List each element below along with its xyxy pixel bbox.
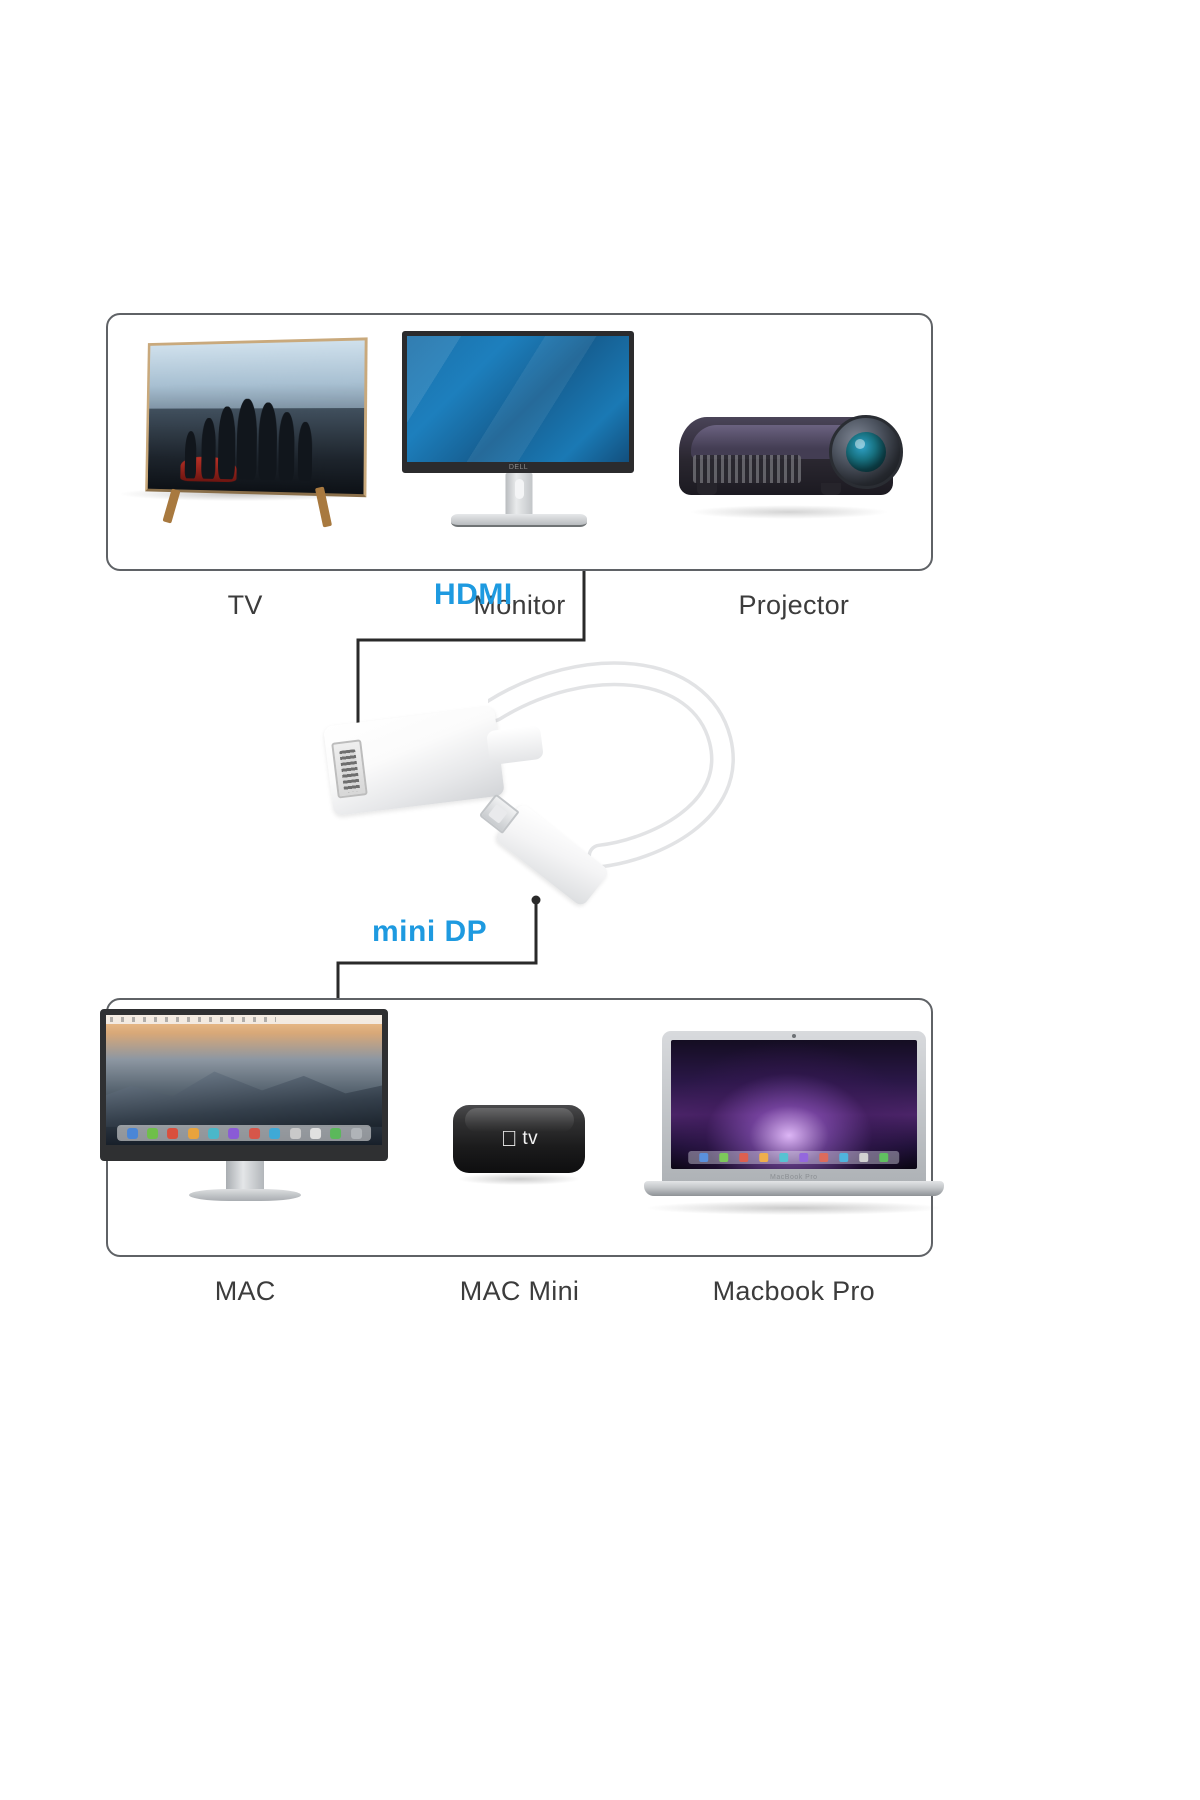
- device-label-mac-mini: MAC Mini: [459, 1276, 580, 1306]
- dock-icon-9: [309, 1127, 321, 1139]
- source-devices-group:  MAC  tv MAC: [100, 998, 944, 1306]
- dock-icon-4: [779, 1153, 789, 1162]
- device-macbook-pro[interactable]: MacBook Pro Macbook Pro: [643, 1000, 944, 1306]
- dock-icon-0: [126, 1127, 138, 1139]
- apple-logo-icon: : [501, 1128, 518, 1150]
- dock-icon-10: [330, 1127, 342, 1139]
- dock-icon-5: [228, 1127, 240, 1139]
- dock-icon-1: [146, 1127, 158, 1139]
- connector-label-minidp: mini DP: [372, 915, 488, 948]
- device-tv[interactable]: TV: [108, 315, 382, 620]
- device-projector[interactable]: Projector: [657, 315, 931, 620]
- hdmi-female-port: [331, 739, 368, 799]
- macbook-pro-icon: MacBook Pro: [643, 1031, 944, 1215]
- dock-icon-6: [248, 1127, 260, 1139]
- output-devices-group: TV DELL Monitor: [106, 313, 933, 620]
- device-mac-mini[interactable]:  tv MAC Mini: [382, 1000, 656, 1306]
- dock-icon-11: [350, 1127, 362, 1139]
- device-monitor[interactable]: DELL Monitor: [382, 315, 656, 620]
- mini-dp-to-hdmi-adapter: [320, 640, 800, 960]
- device-label-macbook-pro: Macbook Pro: [712, 1276, 875, 1306]
- dock-icon-7: [839, 1153, 849, 1162]
- dock-icon-5: [799, 1153, 809, 1162]
- device-label-mac: MAC: [214, 1276, 276, 1306]
- apple-cinema-display-icon: : [100, 1009, 390, 1209]
- apple-tv-wordmark: tv: [514, 1128, 537, 1149]
- device-label-monitor: Monitor: [473, 590, 566, 620]
- dock-icon-3: [187, 1127, 199, 1139]
- device-mac[interactable]:  MAC: [100, 1000, 389, 1306]
- dock-icon-0: [699, 1153, 709, 1162]
- device-label-projector: Projector: [738, 590, 850, 620]
- computer-monitor-icon: DELL: [394, 331, 644, 527]
- dock-icon-8: [859, 1153, 869, 1162]
- apple-tv-box-icon:  tv: [453, 1105, 586, 1185]
- connector-label-hdmi: HDMI: [434, 578, 513, 611]
- device-label-tv: TV: [227, 590, 263, 620]
- adapter-cable: [488, 661, 735, 869]
- dock-icon-3: [759, 1153, 769, 1162]
- dock-icon-9: [879, 1153, 889, 1162]
- dock-icon-1: [719, 1153, 729, 1162]
- dock-icon-6: [819, 1153, 829, 1162]
- television-icon: [115, 337, 375, 528]
- projector-icon: [678, 399, 909, 519]
- dock-icon-4: [208, 1127, 220, 1139]
- adapter-strain-relief: [486, 724, 544, 766]
- dock-icon-2: [739, 1153, 749, 1162]
- adapter-housing: [323, 705, 505, 817]
- dock-icon-7: [269, 1127, 281, 1139]
- dock-icon-8: [289, 1127, 301, 1139]
- dock-icon-2: [167, 1127, 179, 1139]
